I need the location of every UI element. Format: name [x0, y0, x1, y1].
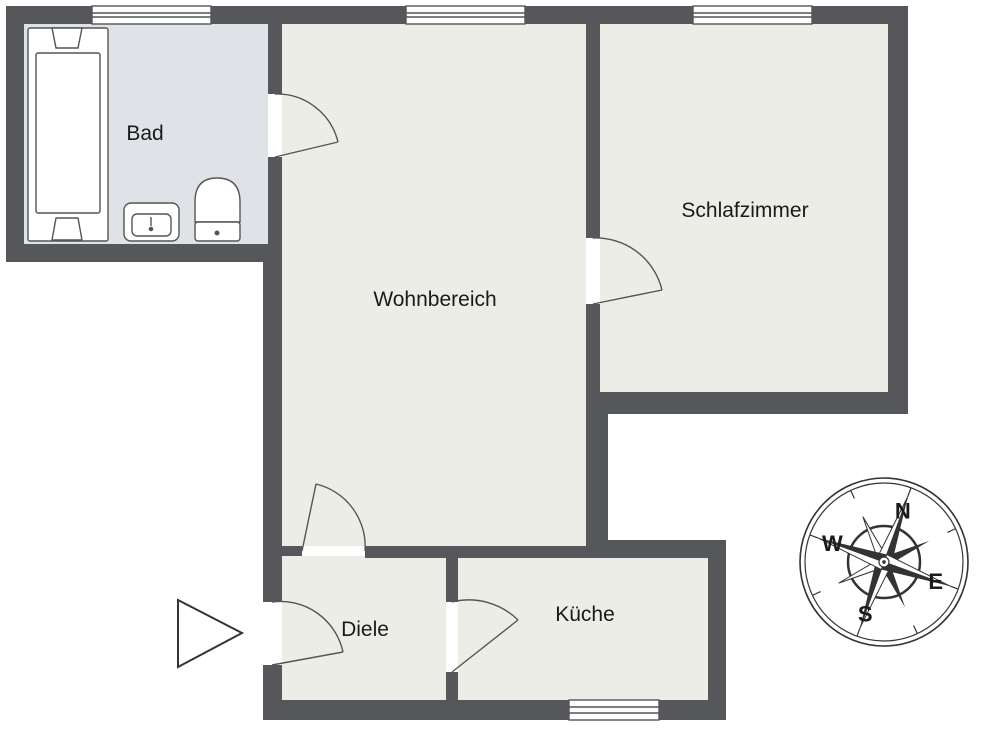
window-living [405, 5, 526, 25]
walls [6, 6, 908, 720]
kitchen-floor [458, 558, 708, 700]
doors [271, 93, 663, 673]
room-label-bathroom: Bad [126, 122, 163, 145]
compass-north-label: N [895, 498, 911, 523]
hallway-floor [282, 556, 446, 700]
washbasin [123, 202, 180, 242]
bathtub [27, 27, 109, 242]
windows [91, 5, 813, 721]
bedroom-floor [600, 24, 888, 392]
door-bedroom [592, 237, 663, 305]
door-bathroom [274, 93, 339, 158]
room-label-hallway: Diele [341, 618, 389, 641]
entrance-arrow-icon [177, 598, 245, 669]
compass-ticks [809, 487, 959, 637]
compass-east-label: E [928, 569, 943, 594]
room-label-living: Wohnbereich [373, 288, 496, 311]
compass-south-label: S [858, 602, 873, 627]
room-label-kitchen: Küche [555, 603, 615, 626]
door-living-hall [301, 483, 366, 552]
window-kitchen [568, 699, 660, 721]
room-label-bedroom: Schlafzimmer [681, 199, 808, 222]
living-area-floor [282, 24, 586, 546]
compass-west-label: W [822, 531, 843, 556]
door-kitchen [451, 599, 519, 673]
window-bedroom [692, 5, 813, 25]
compass-star [817, 495, 951, 629]
toilet [194, 177, 241, 242]
window-bathroom [91, 5, 212, 25]
compass-rose-icon: N E S W [799, 477, 969, 647]
door-entrance [271, 600, 344, 666]
